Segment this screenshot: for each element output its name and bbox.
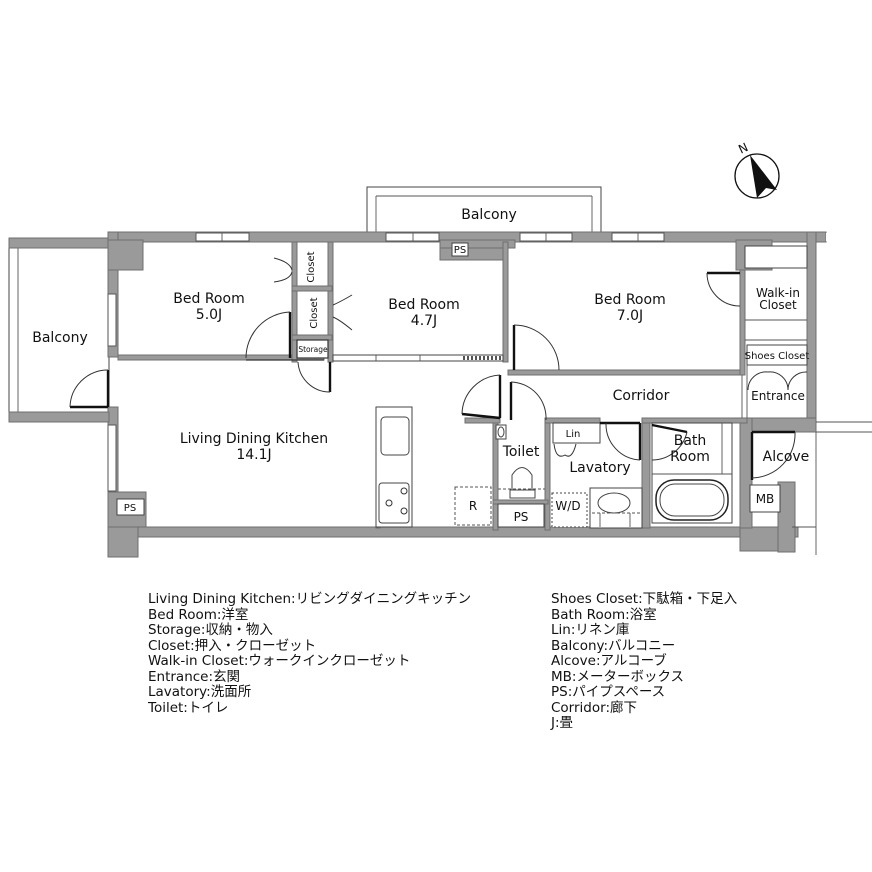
legend-item: Closet:押入・クローゼット bbox=[148, 637, 317, 654]
washer-dryer-label: W/D bbox=[555, 499, 580, 513]
balcony-left-label: Balcony bbox=[32, 330, 88, 346]
bedroom-3-size: 7.0J bbox=[617, 308, 643, 324]
legend-item: Lin:リネン庫 bbox=[551, 622, 630, 638]
bedroom-3-label: Bed Room bbox=[594, 292, 665, 308]
legend-item: Bed Room:洋室 bbox=[148, 606, 249, 623]
legend-item: Corridor:廊下 bbox=[551, 699, 637, 716]
linen-label: Lin bbox=[566, 429, 581, 440]
entrance-label: Entrance bbox=[751, 389, 805, 403]
lavatory-label: Lavatory bbox=[569, 460, 630, 476]
walkin-closet-label-1: Walk-in bbox=[756, 286, 800, 300]
legend-left: Living Dining Kitchen:リビングダイニングキッチン Bed … bbox=[148, 591, 472, 716]
pipe-space-bottom-label: PS bbox=[514, 510, 529, 524]
legend-item: Alcove:アルコーブ bbox=[551, 653, 667, 669]
ldk-label: Living Dining Kitchen bbox=[180, 431, 328, 447]
legend-item: Living Dining Kitchen:リビングダイニングキッチン bbox=[148, 591, 472, 607]
bath-room-label-2: Room bbox=[670, 449, 710, 465]
refrigerator-label: R bbox=[469, 499, 477, 513]
meter-box-label: MB bbox=[756, 492, 775, 506]
legend-item: J:畳 bbox=[551, 715, 574, 731]
legend-item: Storage:収納・物入 bbox=[148, 622, 273, 638]
pipe-space-left-label: PS bbox=[124, 503, 136, 514]
windows bbox=[107, 232, 872, 492]
bedroom-1-label: Bed Room bbox=[173, 291, 244, 307]
north-compass-icon: N bbox=[734, 140, 780, 199]
balcony-top bbox=[366, 186, 602, 236]
legend-item: PS:パイプスペース bbox=[551, 684, 666, 700]
corridor-label: Corridor bbox=[613, 388, 670, 404]
legend-item: MB:メーターボックス bbox=[551, 668, 685, 685]
balcony-left bbox=[8, 238, 110, 422]
shoes-closet-label: Shoes Closet bbox=[745, 351, 810, 362]
legend-item: Balcony:バルコニー bbox=[551, 637, 676, 654]
closet-2-label: Closet bbox=[309, 297, 320, 328]
compass-north-label: N bbox=[736, 140, 750, 156]
legend-item: Walk-in Closet:ウォークインクローゼット bbox=[148, 653, 411, 669]
pipe-space-top-label: PS bbox=[454, 245, 466, 256]
legend-item: Entrance:玄関 bbox=[148, 668, 241, 685]
balcony-top-label: Balcony bbox=[461, 207, 517, 223]
bedroom-2-label: Bed Room bbox=[388, 297, 459, 313]
bedroom-1-size: 5.0J bbox=[196, 307, 222, 323]
walkin-closet-label-2: Closet bbox=[759, 298, 797, 312]
storage-label: Storage bbox=[298, 345, 328, 354]
alcove-label: Alcove bbox=[763, 449, 810, 465]
closet-1-label: Closet bbox=[306, 251, 317, 282]
legend-right: Shoes Closet:下駄箱・下足入 Bath Room:浴室 Lin:リネ… bbox=[551, 591, 738, 732]
toilet-label: Toilet bbox=[502, 444, 540, 460]
doors bbox=[69, 257, 808, 480]
ldk-size: 14.1J bbox=[236, 447, 271, 463]
legend-item: Bath Room:浴室 bbox=[551, 606, 657, 623]
legend-item: Lavatory:洗面所 bbox=[148, 684, 252, 700]
bath-room-label-1: Bath bbox=[674, 433, 707, 449]
legend-item: Shoes Closet:下駄箱・下足入 bbox=[551, 591, 738, 607]
legend-item: Toilet:トイレ bbox=[148, 699, 229, 716]
bedroom-2-size: 4.7J bbox=[411, 313, 437, 329]
interior-lines bbox=[116, 242, 872, 555]
